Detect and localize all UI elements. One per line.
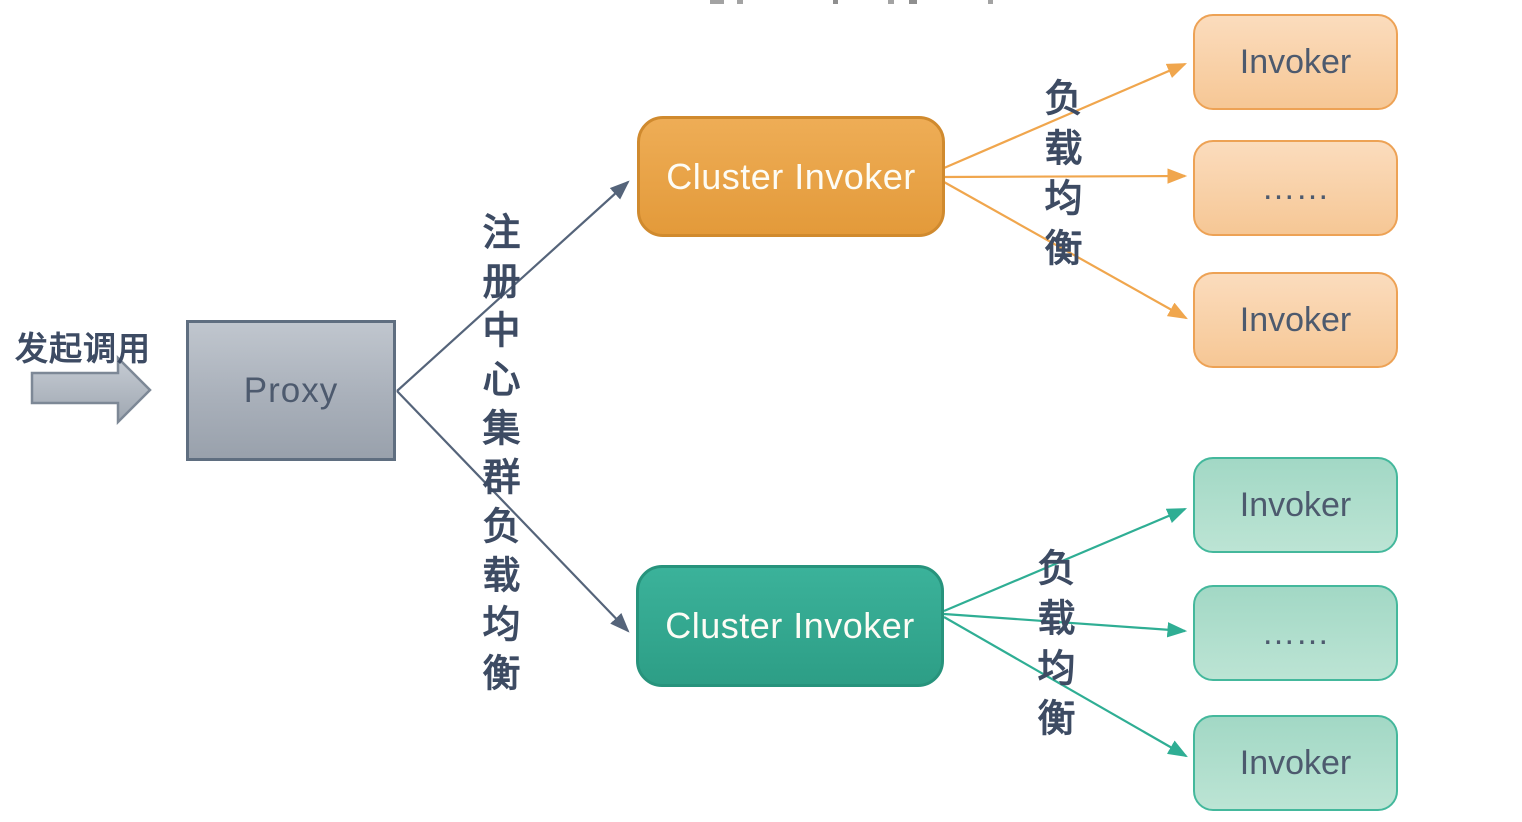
- invoker-label: Invoker: [1239, 42, 1352, 81]
- invoker-label: Invoker: [1239, 743, 1352, 782]
- registry-label: 注册中心集群负载均衡: [476, 212, 518, 702]
- title-fragment: [737, 0, 743, 4]
- invoker-label: Invoker: [1239, 485, 1352, 524]
- cluster-invoker-bottom-label: Cluster Invoker: [665, 605, 915, 646]
- cluster-invoker-top-label: Cluster Invoker: [666, 155, 916, 197]
- cluster-invoker-top: Cluster Invoker: [637, 116, 945, 237]
- proxy-node: Proxy: [186, 320, 396, 461]
- title-fragment: [833, 0, 838, 4]
- invoker-node: Invoker: [1193, 457, 1398, 553]
- arrow-cluster-top-to-invoker-3: [943, 181, 1188, 320]
- arrow-cluster-bottom-to-invoker-2: [943, 612, 1188, 638]
- title-fragment: [909, 0, 917, 4]
- cluster-invoker-bottom: Cluster Invoker: [636, 565, 944, 687]
- invoker-node-ellipsis: ……: [1193, 140, 1398, 236]
- arrow-cluster-top-to-invoker-1: [943, 62, 1188, 170]
- arrow-proxy-to-cluster-bottom: [396, 390, 630, 633]
- invoker-node: Invoker: [1193, 715, 1398, 811]
- caller-block-arrow: [30, 354, 152, 426]
- arrow-cluster-top-to-invoker-2: [943, 168, 1188, 184]
- caller-label: 发起调用: [15, 330, 151, 367]
- arrow-cluster-bottom-to-invoker-3: [943, 616, 1188, 758]
- title-fragment: [988, 0, 993, 4]
- load-balance-label-top: 负载均衡: [1038, 78, 1080, 278]
- invoker-label: Invoker: [1239, 300, 1352, 339]
- invoker-node-ellipsis: ……: [1193, 585, 1398, 681]
- title-fragment: [888, 0, 894, 4]
- title-fragment: [710, 0, 724, 4]
- load-balance-label-bottom: 负载均衡: [1031, 548, 1073, 748]
- invoker-node: Invoker: [1193, 14, 1398, 110]
- proxy-label: Proxy: [243, 370, 339, 410]
- arrow-proxy-to-cluster-top: [396, 180, 630, 392]
- invoker-ellipsis-label: ……: [1261, 168, 1330, 207]
- arrow-cluster-bottom-to-invoker-1: [943, 507, 1188, 613]
- invoker-node: Invoker: [1193, 272, 1398, 368]
- invoker-ellipsis-label: ……: [1261, 613, 1330, 652]
